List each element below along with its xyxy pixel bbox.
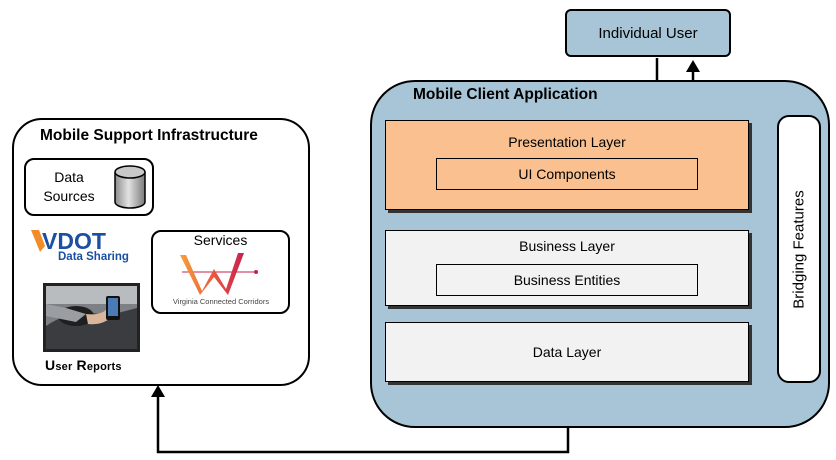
data-sources-label: Data Sources — [34, 168, 104, 206]
business-entities-box: Business Entities — [436, 264, 698, 296]
application-title: Mobile Client Application — [413, 86, 598, 103]
individual-user-box: Individual User — [565, 9, 731, 57]
bridging-features-label: Bridging Features — [790, 189, 808, 309]
services-label: Services — [193, 232, 248, 248]
user-reports-cap-1: U — [45, 357, 56, 373]
vdot-subtitle: Data Sharing — [58, 251, 129, 263]
business-layer-label: Business Layer — [519, 238, 615, 254]
presentation-layer-label: Presentation Layer — [508, 134, 626, 150]
data-layer-box: Data Layer — [385, 322, 749, 382]
business-layer-box — [385, 230, 749, 306]
services-caption: Virginia Connected Corridors — [172, 297, 270, 306]
user-reports-rest-1: ser — [55, 361, 73, 373]
data-sources-line1: Data — [54, 169, 84, 185]
infrastructure-title: Mobile Support Infrastructure — [40, 127, 258, 144]
infra-arrowhead — [151, 385, 165, 397]
user-reports-cap-2: R — [76, 357, 87, 373]
user-reports-rest-2: eports — [86, 361, 122, 373]
presentation-layer-box — [385, 120, 749, 210]
database-icon — [114, 165, 146, 209]
bridging-features-box: Bridging Features — [777, 115, 821, 383]
ui-components-box: UI Components — [436, 158, 698, 190]
vcc-logo-icon — [180, 253, 258, 295]
vdot-logo-text: VDOT — [42, 228, 106, 254]
user-reports-label: User Reports — [45, 357, 122, 373]
data-sources-line2: Sources — [43, 188, 95, 204]
vdot-logo: VDOT — [31, 228, 106, 254]
user-reports-photo — [43, 283, 140, 352]
